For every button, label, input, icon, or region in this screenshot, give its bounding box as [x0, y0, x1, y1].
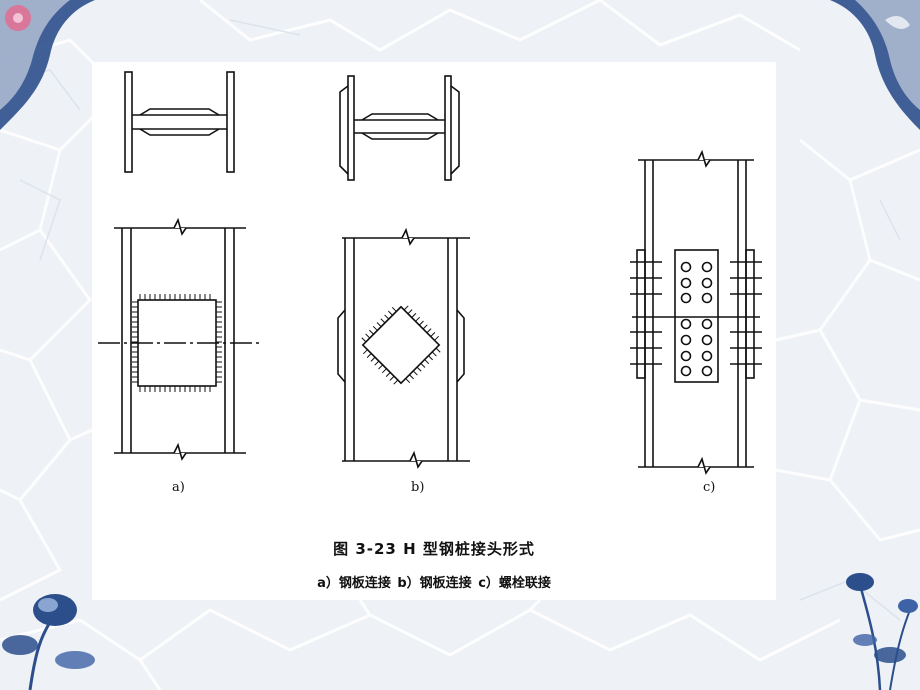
elevation-b	[337, 227, 470, 469]
figure-caption-title: 图 3-23 H 型钢桩接头形式	[333, 540, 535, 558]
figure-panel: a) b) c) 图 3-23 H 型钢桩接头形式 a）钢板连接 b）钢板连接 …	[92, 62, 776, 600]
bottom-right-flower-ornament	[846, 573, 918, 690]
h-pile-joint-drawing	[98, 71, 762, 475]
top-right-ornament	[830, 0, 920, 130]
section-a	[124, 71, 235, 173]
label-b: b)	[411, 480, 425, 495]
section-b	[339, 75, 460, 181]
label-a: a)	[172, 480, 185, 495]
top-left-ornament	[0, 0, 95, 130]
elevation-a	[98, 217, 260, 461]
label-c: c)	[703, 480, 716, 495]
figure-caption-items: a）钢板连接 b）钢板连接 c）螺栓联接	[317, 576, 551, 591]
elevation-c	[630, 149, 762, 475]
bottom-left-flower-ornament	[2, 594, 95, 690]
